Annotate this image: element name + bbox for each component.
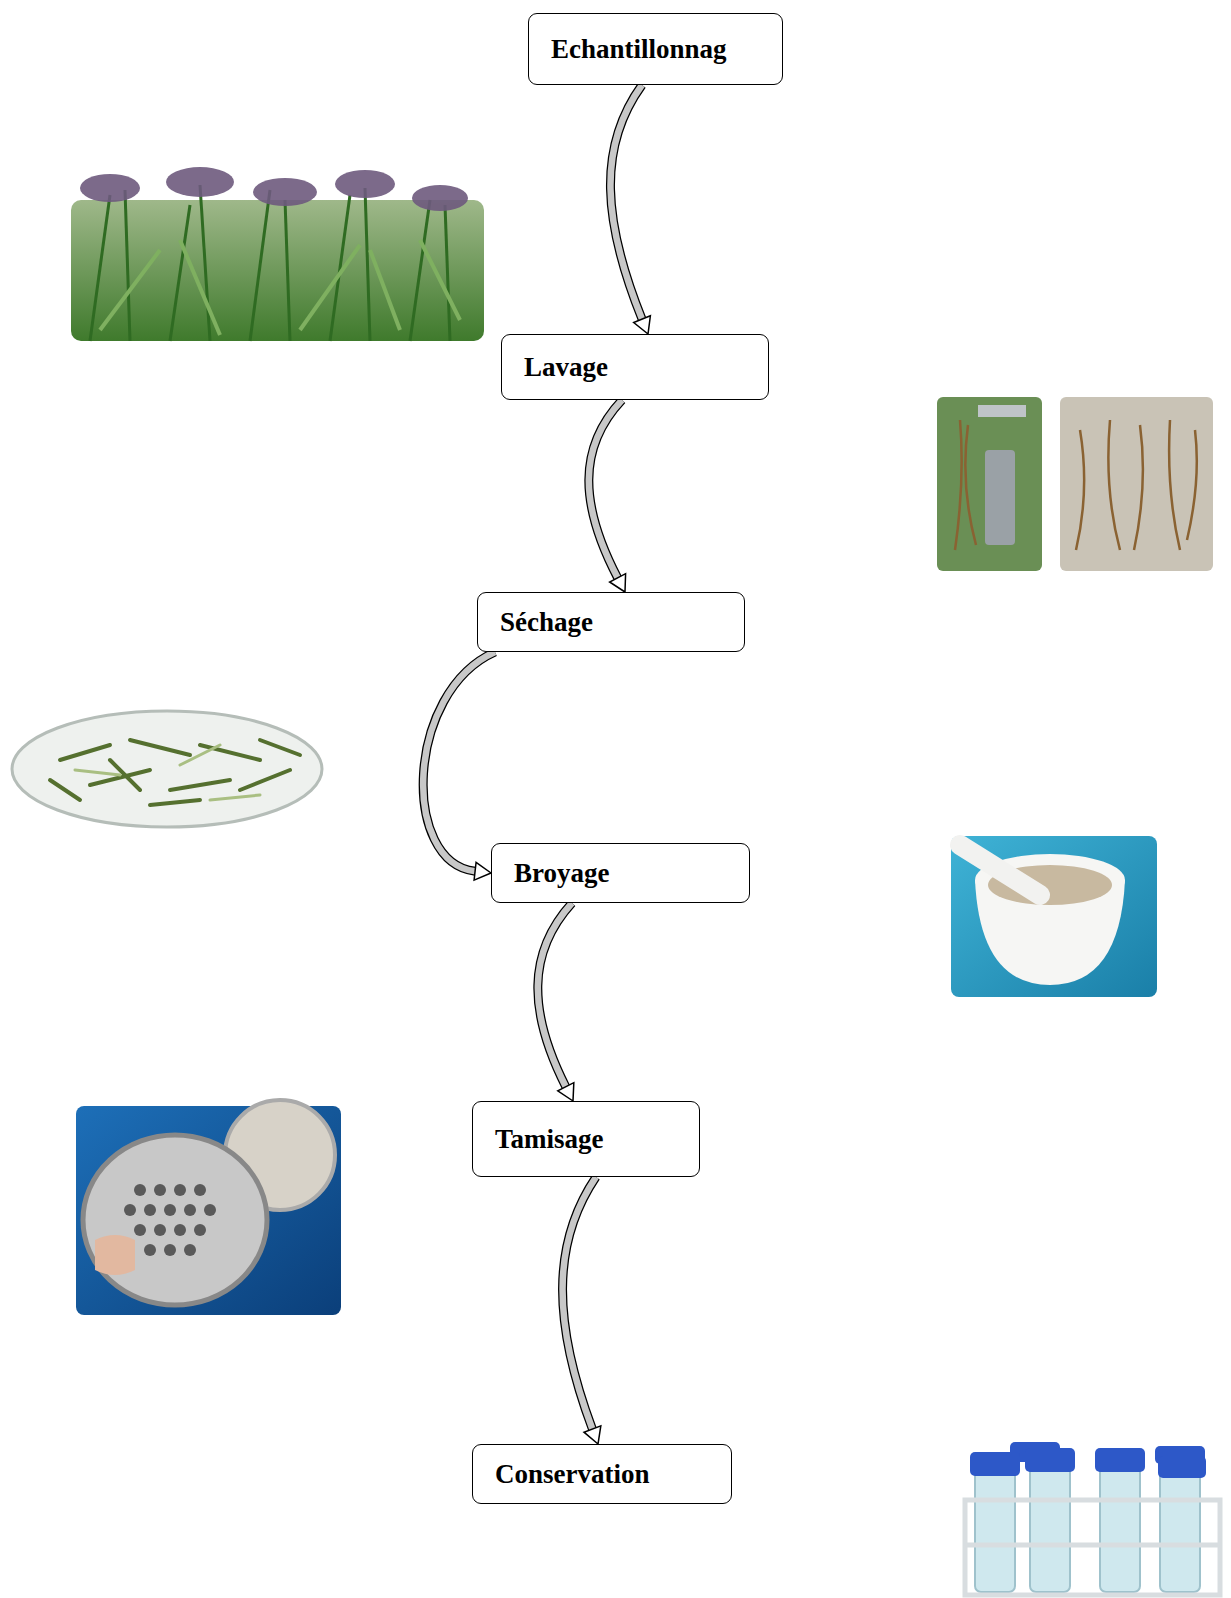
step-label: Tamisage — [495, 1124, 604, 1155]
curved-arrow — [610, 85, 650, 334]
washing-photo — [937, 397, 1213, 571]
curved-arrow — [563, 1177, 601, 1444]
step-label: Conservation — [495, 1459, 650, 1490]
step-label: Echantillonnag — [551, 34, 727, 65]
process-box: Broyage — [491, 843, 750, 903]
step-label: Broyage — [514, 858, 610, 889]
step-label: Séchage — [500, 607, 593, 638]
process-box: Lavage — [501, 334, 769, 400]
tubes-photo — [965, 1442, 1220, 1595]
process-box: Echantillonnag — [528, 13, 783, 85]
sieve-photo — [76, 1100, 341, 1315]
step-label: Lavage — [524, 352, 608, 383]
reed-photo — [71, 167, 484, 341]
mortar-photo — [951, 836, 1157, 997]
petri-dish-photo — [12, 711, 322, 827]
process-box: Séchage — [477, 592, 745, 652]
curved-arrow — [538, 903, 574, 1101]
curved-arrow — [589, 400, 626, 592]
process-box: Conservation — [472, 1444, 732, 1504]
curved-arrow — [423, 652, 495, 880]
process-box: Tamisage — [472, 1101, 700, 1177]
